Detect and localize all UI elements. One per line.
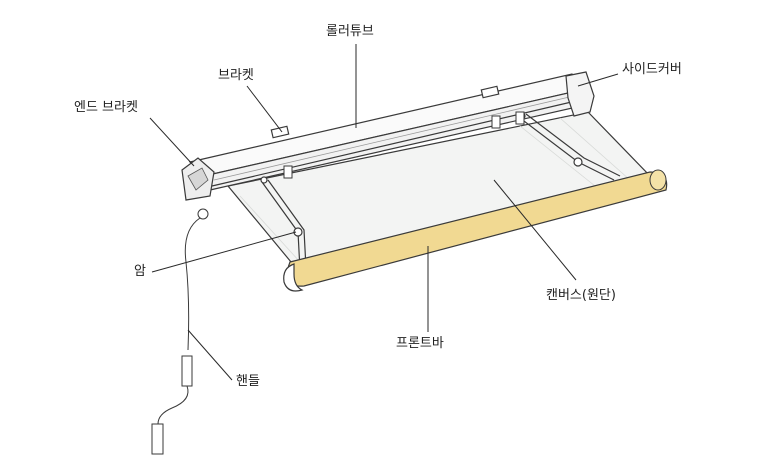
label-end-bracket: 엔드 브라켓 [74, 100, 138, 115]
bracket-right [480, 85, 500, 99]
leader-handle [187, 329, 233, 381]
label-handle: 핸들 [236, 374, 260, 389]
label-side-cover: 사이드커버 [622, 62, 682, 77]
label-bracket: 브라켓 [218, 68, 254, 83]
handle [151, 208, 209, 455]
label-canvas: 캔버스(원단) [546, 288, 616, 303]
leader-bracket [246, 85, 283, 133]
mount-hardware [283, 111, 525, 179]
label-arm: 암 [134, 264, 146, 279]
leader-canvas [493, 179, 577, 281]
leader-end-bracket [149, 117, 195, 167]
leader-arm [151, 231, 297, 273]
leader-side-cover [577, 73, 619, 87]
front-bar-end-cap [283, 263, 304, 292]
side-cover [565, 71, 595, 117]
label-roller-tube: 롤러튜브 [326, 24, 374, 39]
label-front-bar: 프론트바 [396, 336, 444, 351]
bracket-left [270, 125, 290, 139]
canvas-shading [239, 117, 631, 263]
